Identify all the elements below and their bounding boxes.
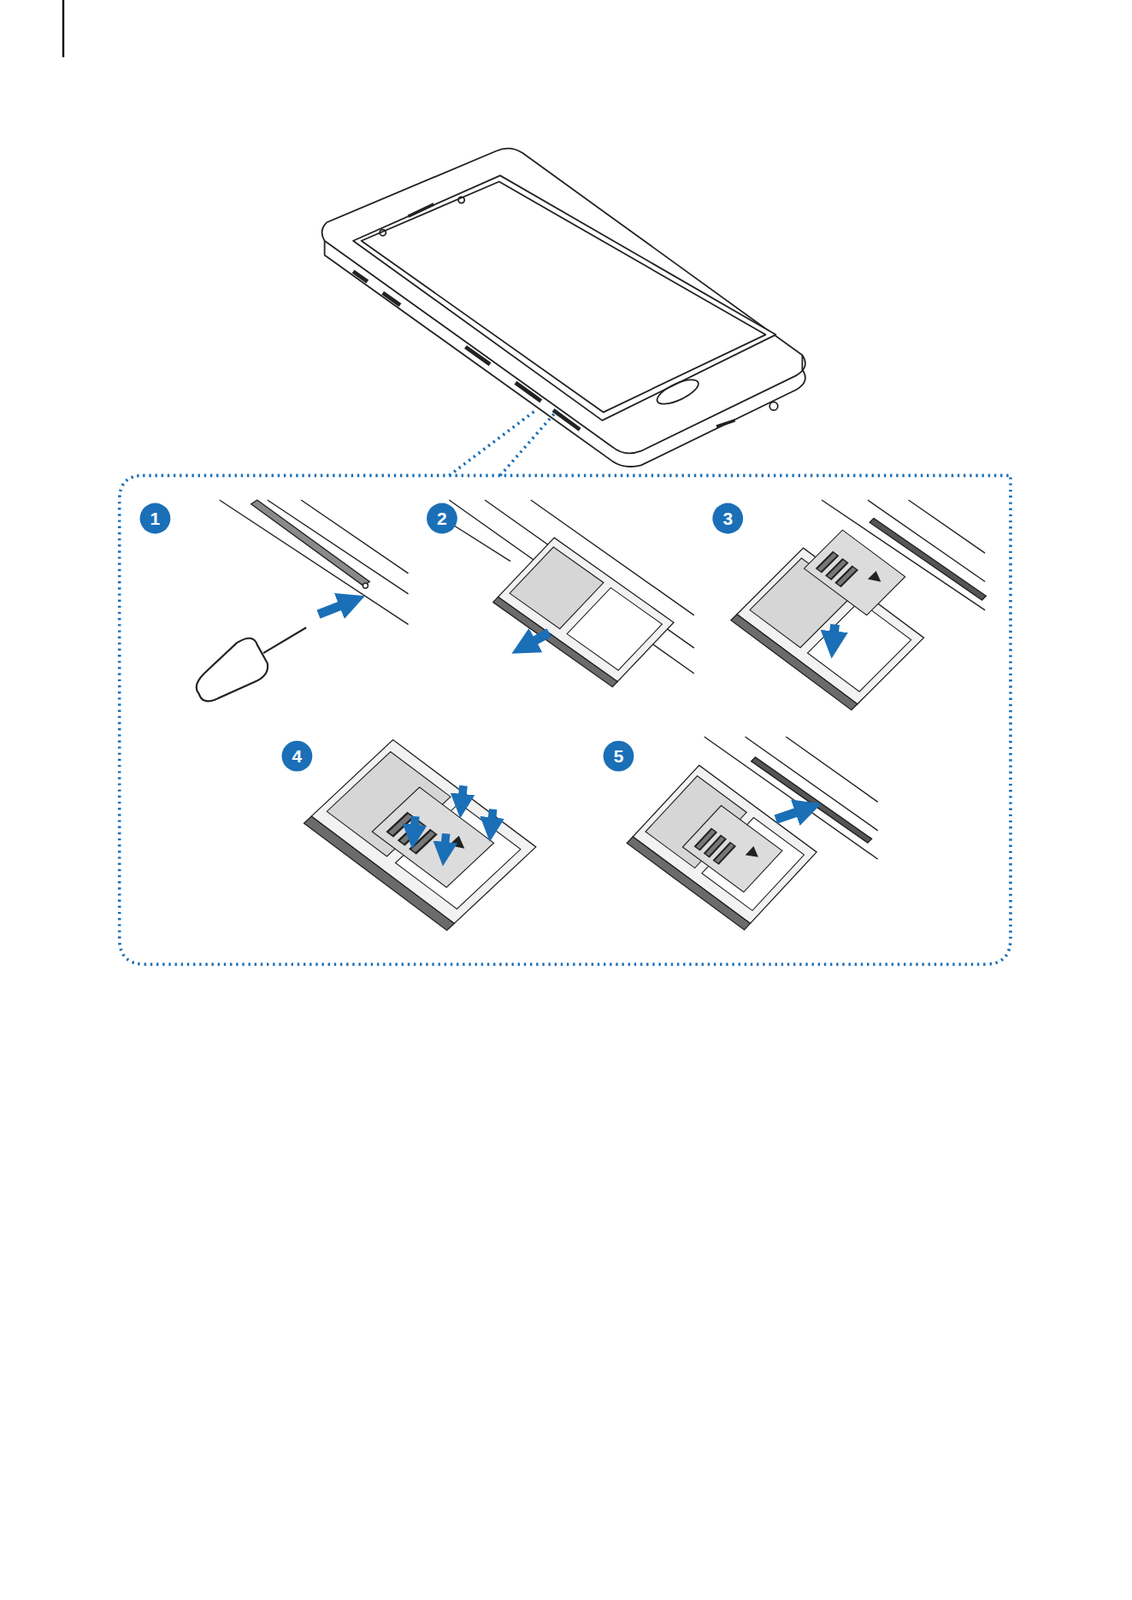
callout-number: 1 <box>150 509 161 528</box>
step-five <box>626 736 879 931</box>
callout-number: 2 <box>436 509 448 528</box>
step-three <box>731 500 986 711</box>
step-two <box>448 500 695 688</box>
step-four <box>304 740 537 932</box>
step-one <box>196 500 409 702</box>
callout-number: 4 <box>292 747 303 766</box>
callout-number: 5 <box>613 747 625 766</box>
phone <box>322 148 806 467</box>
callout-discs <box>140 503 744 773</box>
detail-frame <box>119 410 1011 965</box>
callout-number: 3 <box>722 509 733 528</box>
